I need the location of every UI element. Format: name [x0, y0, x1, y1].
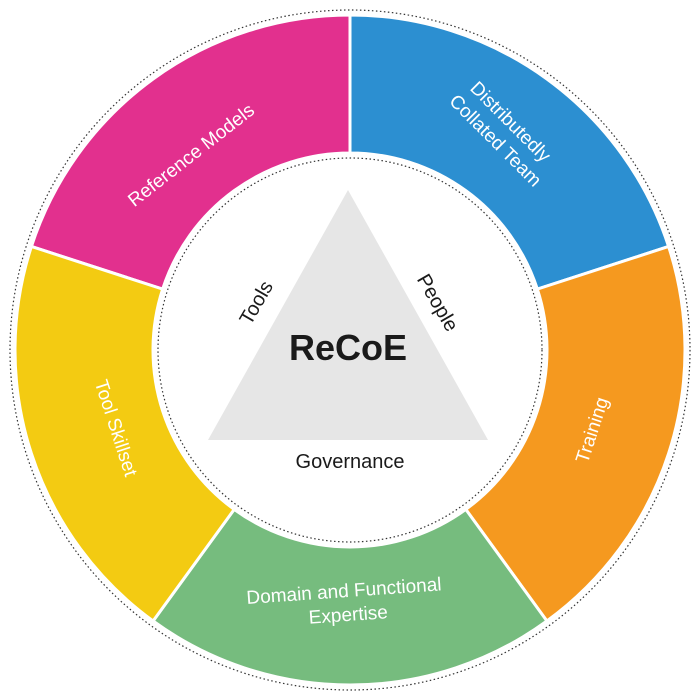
segment-reference-models	[29, 13, 352, 292]
segment-domain-functional-expertise	[150, 507, 550, 687]
segment-tool-skillset	[13, 244, 237, 624]
outer-dotted-ring	[9, 9, 691, 691]
segment-training	[463, 244, 687, 624]
center-title: ReCoE	[289, 327, 407, 368]
governance-label: Governance	[296, 451, 405, 473]
center-triangle	[208, 190, 488, 440]
segment-distributedly-collated-team	[348, 13, 671, 292]
segments-ring	[13, 13, 687, 687]
